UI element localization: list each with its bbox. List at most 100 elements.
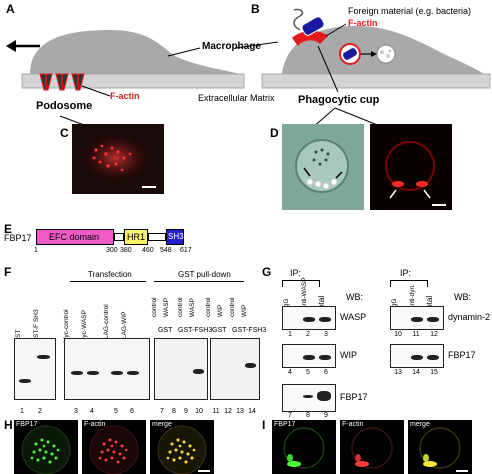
transfection-header: Transfection xyxy=(88,270,132,279)
ip-label-right: IP: xyxy=(400,268,412,278)
blot-f-wasp-pulldown xyxy=(154,338,208,400)
g-lane-1: 1 xyxy=(288,331,292,338)
wb-dynamin: dynamin-2 xyxy=(448,312,491,322)
pos-300: 300 xyxy=(106,247,118,254)
i-label-fbp17: FBP17 xyxy=(274,421,296,428)
i-fbp17-micrograph: FBP17 xyxy=(272,420,336,474)
g-lane-6: 6 xyxy=(324,369,328,376)
pulldown-line xyxy=(154,281,244,282)
wb-fbp17-right: FBP17 xyxy=(448,350,476,360)
h-fbp17-micrograph: FBP17 xyxy=(14,420,78,474)
lane-num-4: 4 xyxy=(90,408,94,415)
lane-label-control-13: control xyxy=(229,297,236,317)
pos-548: 548 xyxy=(160,247,172,254)
g-lane-3: 3 xyxy=(324,331,328,338)
factin-label-a: F-actin xyxy=(110,91,140,101)
panel-label-g: G xyxy=(262,265,272,279)
lane-num-13: 13 xyxy=(236,408,244,415)
panel-label-a: A xyxy=(6,2,15,16)
blot-g-fbp17-left xyxy=(282,384,336,412)
panel-label-d: D xyxy=(270,126,279,140)
lane-label-wasp-8: WASP xyxy=(163,298,170,317)
blot-f-gst xyxy=(14,338,56,400)
ip-label-left: IP: xyxy=(290,268,302,278)
label-gst-fsh3-mid: GST-FSH3 xyxy=(178,327,213,334)
blot-g-wip xyxy=(282,344,336,368)
label-gst-mid: GST xyxy=(158,327,173,334)
transfection-line xyxy=(70,281,146,282)
g-lane-10: 10 xyxy=(394,331,402,338)
pos-617: 617 xyxy=(180,247,192,254)
lane-num-8: 8 xyxy=(172,408,176,415)
factin-label-b: F-actin xyxy=(348,18,378,28)
lane-num-10: 10 xyxy=(195,408,203,415)
panel-label-c: C xyxy=(60,126,69,140)
macrophage-label: Macrophage xyxy=(202,41,261,52)
lane-label-control-11: control xyxy=(205,297,212,317)
g-lane-9: 9 xyxy=(324,412,328,419)
efc-domain-label: EFC domain xyxy=(49,232,100,242)
lane-num-12: 12 xyxy=(224,408,232,415)
h-merge-micrograph: merge xyxy=(150,420,214,474)
lane-label-control-7: control xyxy=(151,297,158,317)
lane-label-wip-12: WIP xyxy=(217,304,224,317)
lane-num-5: 5 xyxy=(114,408,118,415)
wb-label-left: WB: xyxy=(346,292,363,302)
lane-label-control-9: control xyxy=(177,297,184,317)
phase-contrast-micrograph xyxy=(282,124,364,210)
blot-f-transfection xyxy=(64,338,150,400)
phagocytic-cup-label: Phagocytic cup xyxy=(298,94,380,106)
panel-label-f: F xyxy=(4,265,12,279)
efc-domain: EFC domain xyxy=(36,229,114,245)
lane-num-3: 3 xyxy=(74,408,78,415)
sh3-domain: SH3 xyxy=(166,229,184,245)
h-label-fbp17: FBP17 xyxy=(16,421,38,428)
g-lane-15: 15 xyxy=(430,369,438,376)
podosome-label: Podosome xyxy=(36,100,93,112)
pos-1: 1 xyxy=(34,247,38,254)
wb-label-right: WB: xyxy=(454,292,471,302)
hr1-domain: HR1 xyxy=(124,229,148,245)
lane-label-wip-14: WIP xyxy=(241,304,248,317)
i-label-factin: F-actin xyxy=(342,421,364,428)
blot-f-wip-pulldown xyxy=(210,338,260,400)
wb-wip: WIP xyxy=(340,350,357,360)
hr1-domain-label: HR1 xyxy=(127,232,146,242)
h-label-factin: F-actin xyxy=(84,421,106,428)
panel-label-h: H xyxy=(4,418,13,432)
h-factin-micrograph: F-actin xyxy=(82,420,146,474)
factin-fluorescence-micrograph xyxy=(370,124,452,210)
lane-num-14: 14 xyxy=(248,408,256,415)
pos-460: 460 xyxy=(142,247,154,254)
g-lane-13: 13 xyxy=(394,369,402,376)
foreign-material-label: Foreign material (e.g. bacteria) xyxy=(348,6,472,16)
pos-380: 380 xyxy=(120,247,132,254)
col-anti-wasp: anti-WASP xyxy=(301,277,308,309)
i-label-merge: merge xyxy=(410,421,430,428)
g-lane-12: 12 xyxy=(430,331,438,338)
g-lane-8: 8 xyxy=(306,412,310,419)
wb-fbp17-left: FBP17 xyxy=(340,392,368,402)
lane-num-6: 6 xyxy=(130,408,134,415)
wb-wasp: WASP xyxy=(340,312,367,322)
linker-2 xyxy=(148,233,166,241)
g-lane-2: 2 xyxy=(306,331,310,338)
label-gst-fsh3-right: GST-FSH3 xyxy=(232,327,267,334)
ecm-label: Extracellular Matrix xyxy=(198,93,275,103)
blot-g-fbp17-right xyxy=(390,344,444,368)
lane-num-2: 2 xyxy=(38,408,42,415)
lane-num-1: 1 xyxy=(20,408,24,415)
panel-label-b: B xyxy=(251,2,260,16)
ip-bracket-right xyxy=(390,280,428,287)
g-lane-7: 7 xyxy=(288,412,292,419)
panel-label-e: E xyxy=(4,222,13,236)
i-factin-micrograph: F-actin xyxy=(340,420,404,474)
h-label-merge: merge xyxy=(152,421,172,428)
ip-bracket-left xyxy=(282,280,320,287)
pulldown-header: GST pull-down xyxy=(178,270,231,279)
fbp17-protein-label: FBP17 xyxy=(4,233,32,243)
lane-num-7: 7 xyxy=(160,408,164,415)
lane-label-wasp-10: WASP xyxy=(189,298,196,317)
g-lane-11: 11 xyxy=(412,331,420,338)
panel-label-i: I xyxy=(262,418,266,432)
